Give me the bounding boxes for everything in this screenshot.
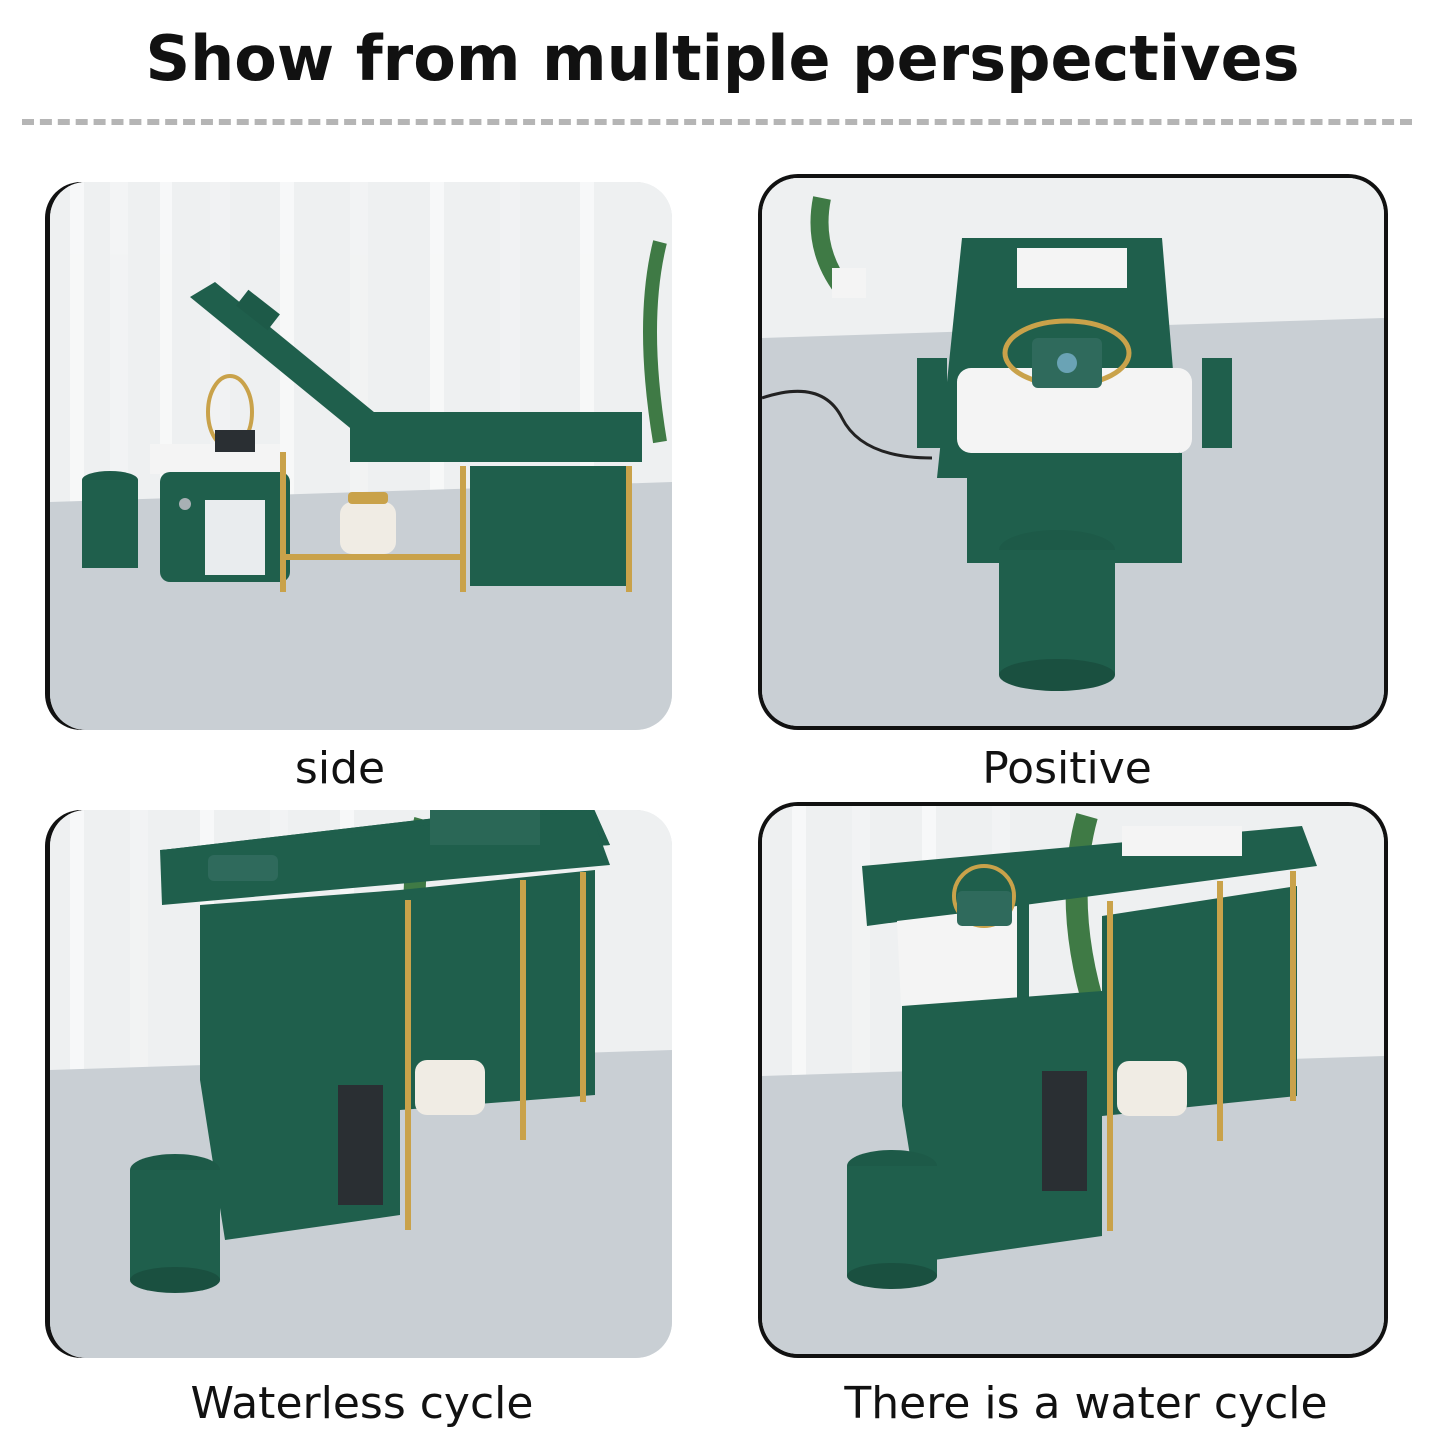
dashed-divider xyxy=(22,119,1412,125)
caption-positive: Positive xyxy=(982,743,1152,794)
caption-water-cycle: There is a water cycle xyxy=(844,1378,1328,1429)
caption-waterless-cycle: Waterless cycle xyxy=(190,1378,534,1429)
photo-water-cycle xyxy=(762,806,1384,1354)
photo-front-view xyxy=(762,178,1384,726)
caption-side: side xyxy=(294,743,386,794)
photo-side-view xyxy=(50,182,672,730)
page-title: Show from multiple perspectives xyxy=(145,22,1300,95)
photo-waterless-cycle xyxy=(50,810,672,1358)
